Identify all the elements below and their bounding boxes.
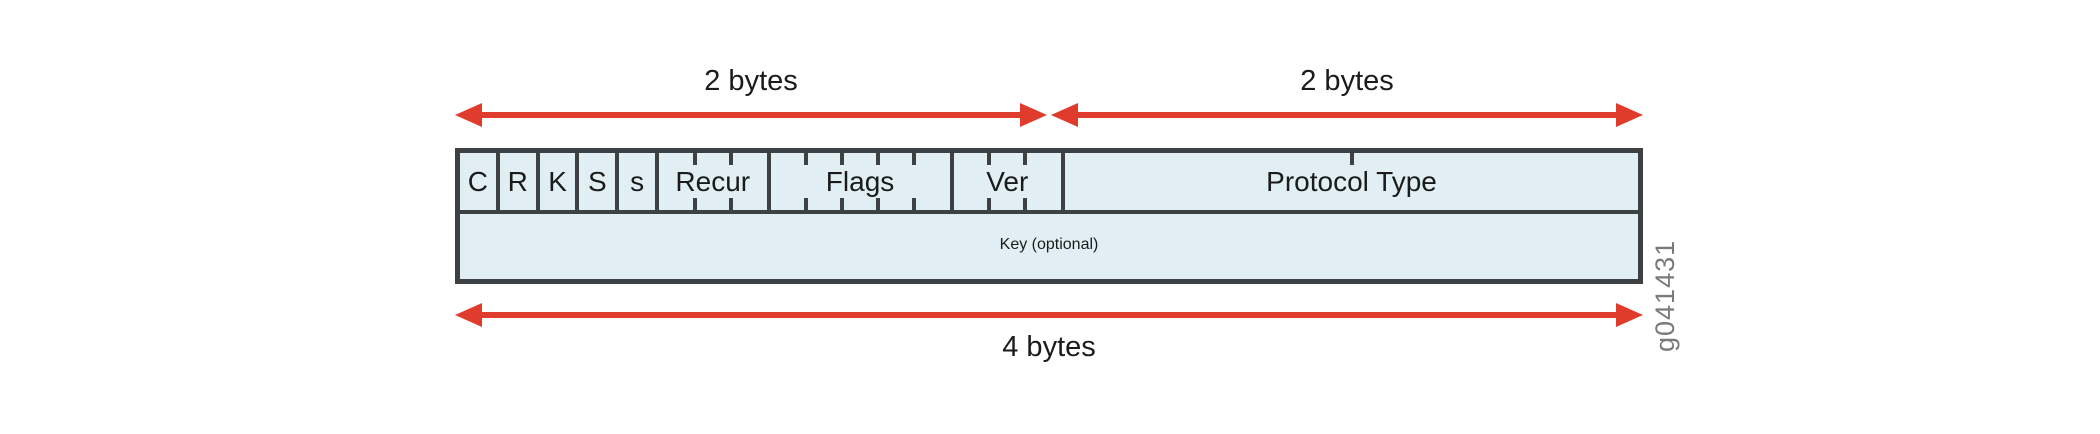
span-label-4bytes: 4 bytes (1002, 331, 1096, 363)
bit-tick (840, 198, 845, 210)
byte-span-arrow-top-right (1051, 103, 1643, 127)
field-label: Ver (986, 165, 1029, 197)
field-cell-s-upper: S (575, 153, 616, 210)
bit-tick (987, 198, 992, 210)
span-label-2bytes-right: 2 bytes (1300, 65, 1394, 97)
bit-tick (911, 153, 916, 165)
arrow-shaft (482, 112, 1020, 118)
field-cell-flags: Flags (766, 153, 950, 210)
bit-tick (1349, 153, 1354, 165)
bit-tick (804, 198, 809, 210)
field-label: S (588, 165, 607, 197)
bit-tick (1023, 153, 1028, 165)
field-cell-c: C (460, 153, 496, 210)
field-label: K (548, 165, 567, 197)
bit-tick (1023, 198, 1028, 210)
arrow-head-left-icon (455, 303, 482, 327)
field-cell-recur: Recur (655, 153, 767, 210)
arrow-head-right-icon (1616, 103, 1643, 127)
bit-tick (840, 153, 845, 165)
bit-tick (728, 198, 733, 210)
key-row-label: Key (optional) (999, 235, 1099, 253)
bit-tick (911, 198, 916, 210)
byte-span-arrow-top-left (455, 103, 1047, 127)
arrow-head-right-icon (1020, 103, 1047, 127)
field-cell-k: K (535, 153, 576, 210)
key-row: Key (optional) (460, 214, 1638, 275)
arrow-head-left-icon (1051, 103, 1078, 127)
bit-tick (692, 198, 697, 210)
arrow-shaft (1078, 112, 1616, 118)
field-label: C (467, 165, 489, 197)
span-label-2bytes-left: 2 bytes (704, 65, 798, 97)
bit-tick (804, 153, 809, 165)
field-label: s (630, 165, 645, 197)
packet-field-table: C R K S s Recur (455, 148, 1643, 284)
byte-span-arrow-bottom (455, 303, 1643, 327)
field-label: Protocol Type (1266, 165, 1437, 197)
field-label: R (507, 165, 528, 197)
field-cell-r: R (495, 153, 536, 210)
arrow-shaft (482, 312, 1616, 318)
figure-id: g041431 (1650, 239, 1680, 352)
arrow-head-left-icon (455, 103, 482, 127)
arrow-head-right-icon (1616, 303, 1643, 327)
field-label: Flags (825, 165, 895, 197)
bit-tick (728, 153, 733, 165)
field-cell-ver: Ver (949, 153, 1061, 210)
field-cell-protocol-type: Protocol Type (1061, 153, 1638, 210)
bit-tick (875, 153, 880, 165)
bit-tick (875, 198, 880, 210)
field-label: Recur (675, 165, 751, 197)
field-cell-s-lower: s (615, 153, 656, 210)
bit-tick (692, 153, 697, 165)
bit-tick (987, 153, 992, 165)
bit-fields-row: C R K S s Recur (460, 153, 1638, 214)
